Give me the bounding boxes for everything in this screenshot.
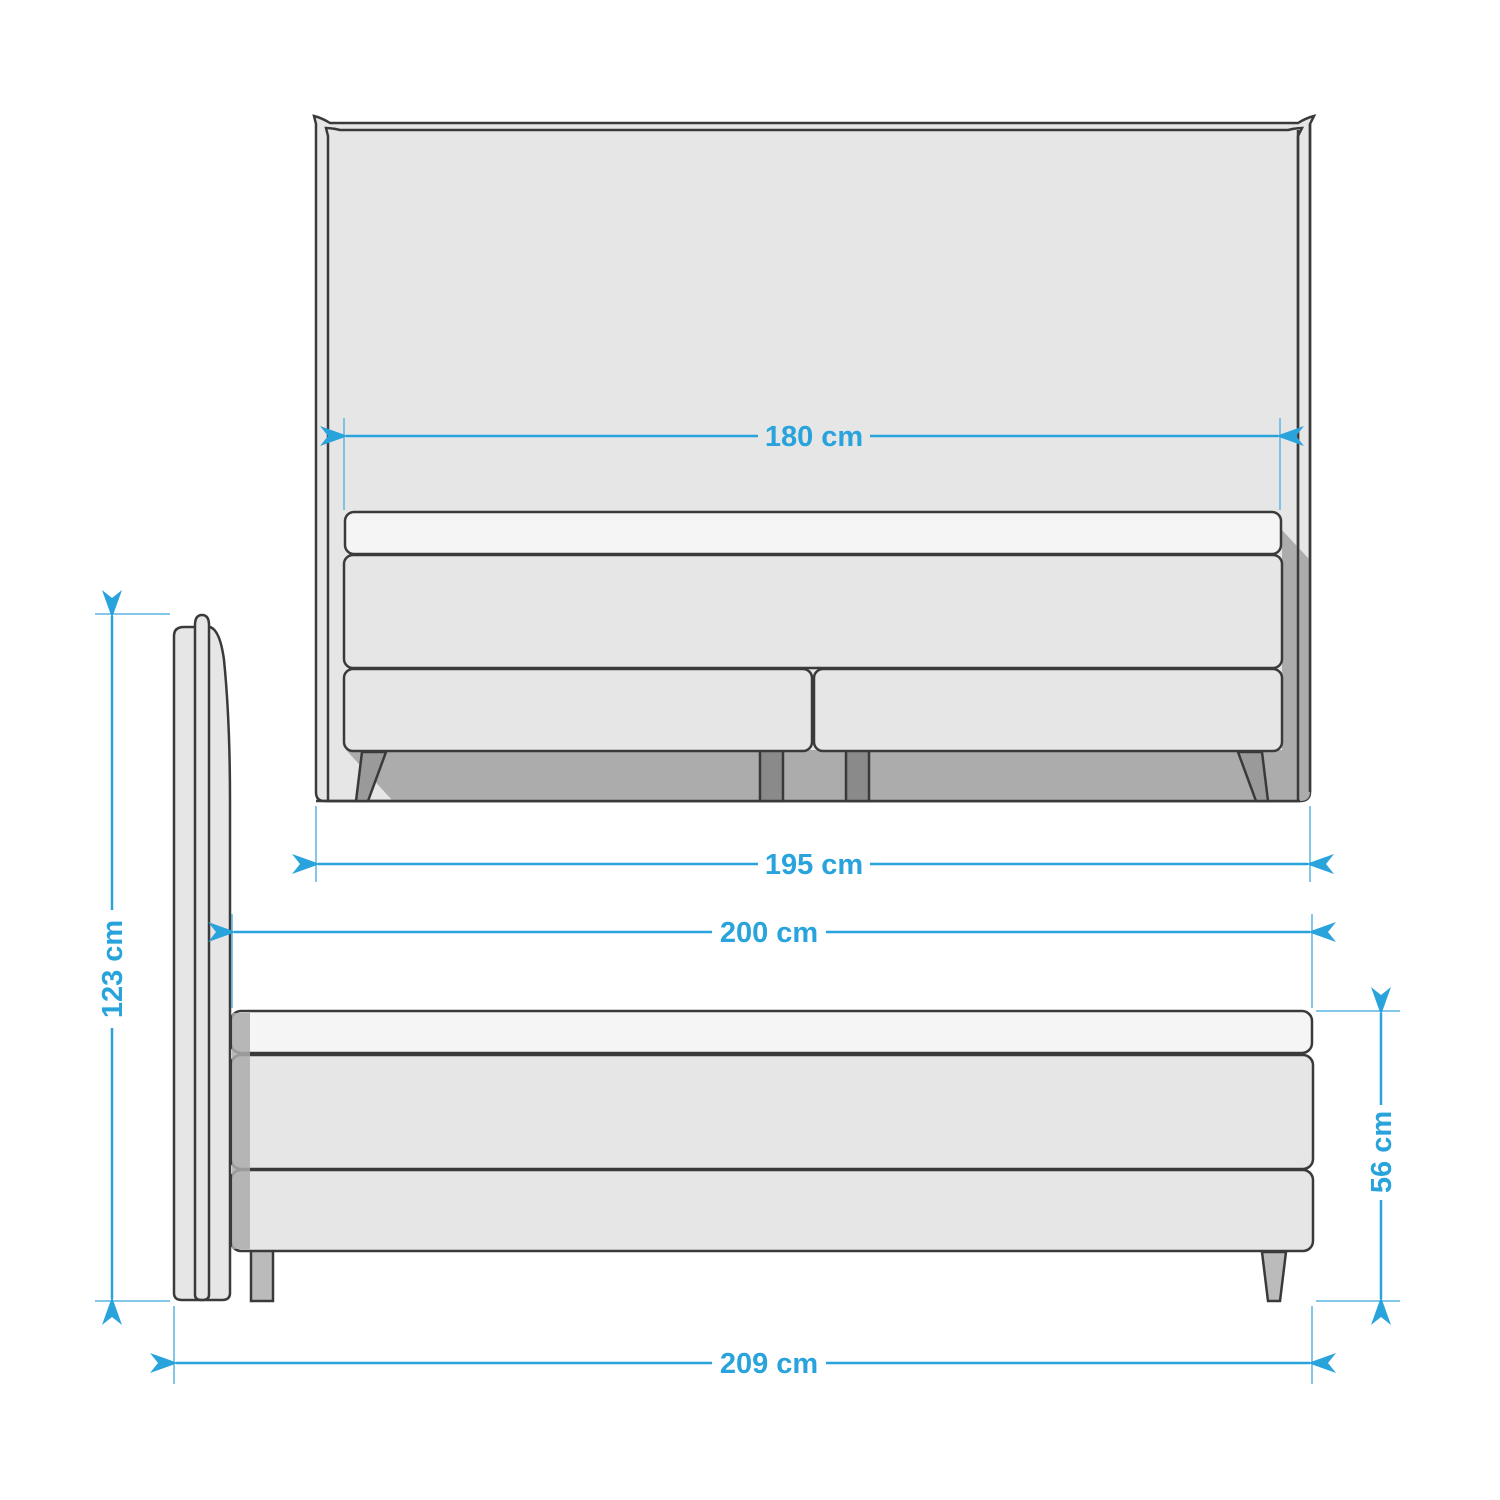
label-123: 123 cm [97,920,129,1018]
dimension-headboard-height: 123 cm [95,590,170,1325]
dimension-total-length: 209 cm [150,1306,1336,1384]
leg-side-back [249,1248,275,1303]
label-209: 209 cm [720,1348,818,1380]
label-195: 195 cm [765,849,863,881]
label-200: 200 cm [720,917,818,949]
bed-shadow [346,530,1298,800]
topper-front [343,510,1283,556]
dimension-mattress-length: 200 cm [208,914,1336,1008]
label-180: 180 cm [765,421,863,453]
mattress-front [342,553,1284,670]
label-56: 56 cm [1366,1111,1398,1193]
leg-front-center-right [844,748,871,803]
boxspring-right [812,667,1284,753]
leg-side-front [1260,1250,1288,1303]
boxspring-left [342,667,814,753]
dimension-total-width: 195 cm [292,806,1334,882]
dimension-mattress-width: 180 cm [320,418,1304,510]
leg-front-center-left [758,748,785,803]
boxspring-side [229,1168,1315,1253]
side-view [172,613,1315,1303]
front-view [312,114,1317,803]
mattress-side [229,1053,1315,1171]
topper-side [229,1009,1314,1055]
dimension-bed-height: 56 cm [1316,987,1400,1325]
